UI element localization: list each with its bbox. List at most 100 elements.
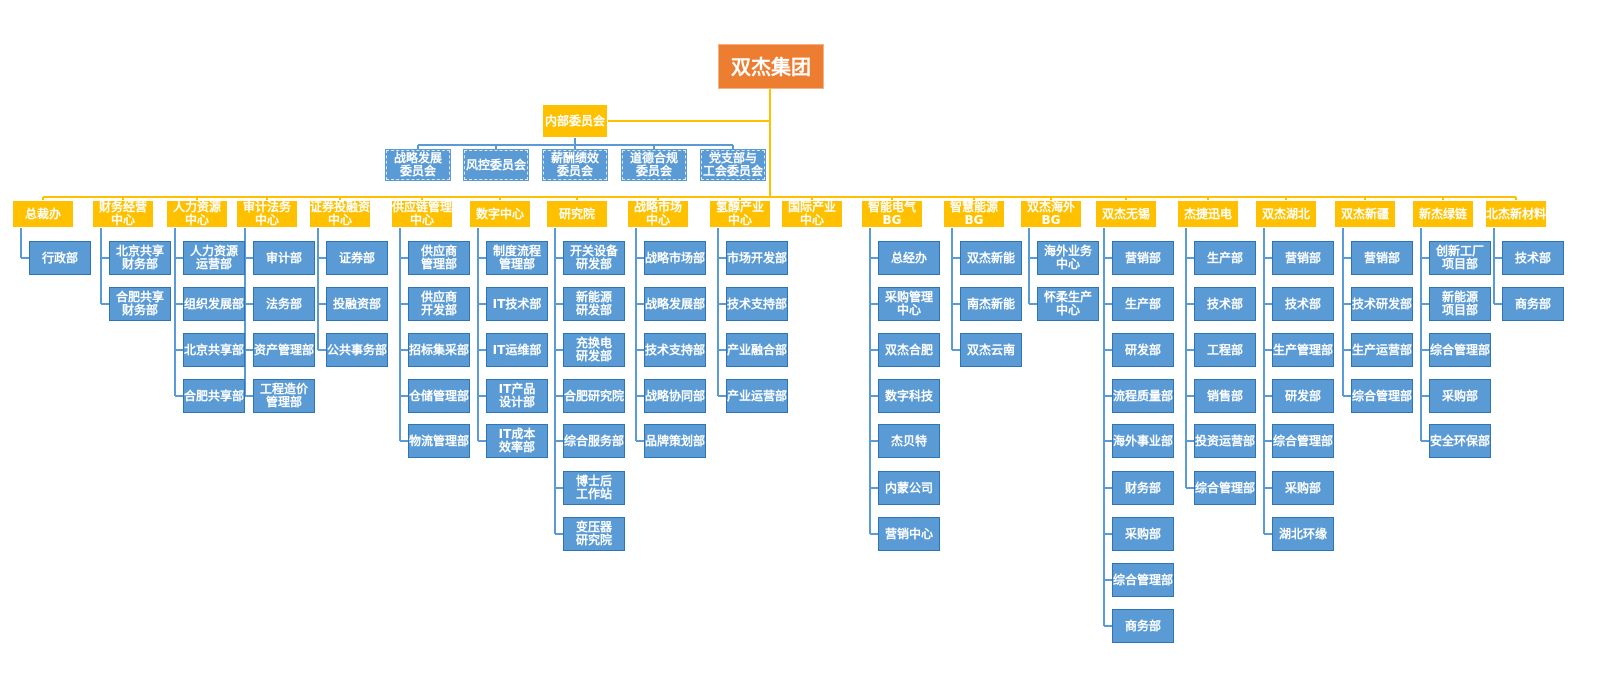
unit-node: 采购部 <box>1429 379 1491 413</box>
unit-node: 充换电 研发部 <box>563 333 625 367</box>
unit-node: 营销中心 <box>878 517 940 551</box>
unit-node: 技术支持部 <box>644 333 706 367</box>
department-node: 人力资源 中心 <box>166 200 228 228</box>
unit-node: 组织发展部 <box>183 287 245 321</box>
unit-node: 战略市场部 <box>644 241 706 275</box>
department-node: 证券投融资 中心 <box>309 200 371 228</box>
unit-node: IT技术部 <box>486 287 548 321</box>
unit-node: 销售部 <box>1194 379 1256 413</box>
unit-node: 海外业务 中心 <box>1037 241 1099 275</box>
unit-node: 人力资源 运营部 <box>183 241 245 275</box>
department-node: 审计法务 中心 <box>236 200 298 228</box>
department-node: 氢醇产业 中心 <box>709 200 771 228</box>
unit-node: 投融资部 <box>326 287 388 321</box>
unit-node: 合肥共享部 <box>183 379 245 413</box>
department-node: 双杰无锡 <box>1095 200 1157 228</box>
unit-node: 营销部 <box>1112 241 1174 275</box>
unit-node: 北京共享 财务部 <box>109 241 171 275</box>
unit-node: 工程造价 管理部 <box>253 379 315 413</box>
unit-node: 采购管理 中心 <box>878 287 940 321</box>
unit-node: 双杰合肥 <box>878 333 940 367</box>
unit-node: 生产管理部 <box>1272 333 1334 367</box>
unit-node: 投资运营部 <box>1194 424 1256 458</box>
department-node: 总裁办 <box>12 200 74 228</box>
committee-node: 内部委员会 <box>542 104 608 138</box>
unit-node: 博士后 工作站 <box>563 471 625 505</box>
unit-node: 研发部 <box>1272 379 1334 413</box>
unit-node: 审计部 <box>253 241 315 275</box>
unit-node: 开关设备 研发部 <box>563 241 625 275</box>
department-node: 国际产业 中心 <box>781 200 843 228</box>
unit-node: 双杰新能 <box>960 241 1022 275</box>
unit-node: 采购部 <box>1272 471 1334 505</box>
unit-node: 数字科技 <box>878 379 940 413</box>
unit-node: 法务部 <box>253 287 315 321</box>
department-node: 数字中心 <box>469 200 531 228</box>
root-node: 双杰集团 <box>718 44 824 89</box>
unit-node: IT产品 设计部 <box>486 379 548 413</box>
department-node: 研究院 <box>546 200 608 228</box>
unit-node: 公共事务部 <box>326 333 388 367</box>
unit-node: 变压器 研究院 <box>563 517 625 551</box>
unit-node: 杰贝特 <box>878 424 940 458</box>
department-node: 智能电气 BG <box>861 200 923 228</box>
unit-node: 招标集采部 <box>408 333 470 367</box>
department-node: 双杰新疆 <box>1334 200 1396 228</box>
committee-member: 党支部与 工会委员会 <box>700 149 766 181</box>
unit-node: 品牌策划部 <box>644 424 706 458</box>
unit-node: 制度流程 管理部 <box>486 241 548 275</box>
unit-node: 技术部 <box>1272 287 1334 321</box>
unit-node: 财务部 <box>1112 471 1174 505</box>
unit-node: 生产部 <box>1112 287 1174 321</box>
unit-node: 物流管理部 <box>408 424 470 458</box>
unit-node: 怀柔生产 中心 <box>1037 287 1099 321</box>
unit-node: 综合管理部 <box>1112 563 1174 597</box>
unit-node: 合肥研究院 <box>563 379 625 413</box>
department-node: 双杰湖北 <box>1255 200 1317 228</box>
unit-node: 营销部 <box>1272 241 1334 275</box>
unit-node: 海外事业部 <box>1112 424 1174 458</box>
unit-node: 湖北环缘 <box>1272 517 1334 551</box>
unit-node: 创新工厂 项目部 <box>1429 241 1491 275</box>
unit-node: 商务部 <box>1112 609 1174 643</box>
unit-node: 总经办 <box>878 241 940 275</box>
unit-node: 技术部 <box>1502 241 1564 275</box>
department-node: 战略市场 中心 <box>627 200 689 228</box>
committee-member: 战略发展 委员会 <box>385 149 451 181</box>
unit-node: 采购部 <box>1112 517 1174 551</box>
unit-node: 仓储管理部 <box>408 379 470 413</box>
unit-node: 北京共享部 <box>183 333 245 367</box>
unit-node: 证券部 <box>326 241 388 275</box>
unit-node: 资产管理部 <box>253 333 315 367</box>
unit-node: 工程部 <box>1194 333 1256 367</box>
department-node: 供应链管理 中心 <box>391 200 453 228</box>
department-node: 智慧能源 BG <box>943 200 1005 228</box>
unit-node: 生产运营部 <box>1351 333 1413 367</box>
unit-node: 行政部 <box>29 241 91 275</box>
unit-node: 产业融合部 <box>726 333 788 367</box>
unit-node: 市场开发部 <box>726 241 788 275</box>
unit-node: 新能源 研发部 <box>563 287 625 321</box>
unit-node: 综合管理部 <box>1194 471 1256 505</box>
unit-node: 技术支持部 <box>726 287 788 321</box>
unit-node: IT运维部 <box>486 333 548 367</box>
department-node: 杰捷迅电 <box>1177 200 1239 228</box>
unit-node: 流程质量部 <box>1112 379 1174 413</box>
committee-member: 道德合规 委员会 <box>621 149 687 181</box>
committee-member: 风控委员会 <box>463 149 529 181</box>
unit-node: 研发部 <box>1112 333 1174 367</box>
unit-node: 战略发展部 <box>644 287 706 321</box>
unit-node: 产业运营部 <box>726 379 788 413</box>
unit-node: 综合管理部 <box>1351 379 1413 413</box>
unit-node: 新能源 项目部 <box>1429 287 1491 321</box>
unit-node: 营销部 <box>1351 241 1413 275</box>
department-node: 北杰新材料 <box>1485 200 1547 228</box>
unit-node: 双杰云南 <box>960 333 1022 367</box>
department-node: 财务经营 中心 <box>92 200 154 228</box>
unit-node: 技术部 <box>1194 287 1256 321</box>
unit-node: 安全环保部 <box>1429 424 1491 458</box>
unit-node: 综合管理部 <box>1272 424 1334 458</box>
unit-node: 技术研发部 <box>1351 287 1413 321</box>
